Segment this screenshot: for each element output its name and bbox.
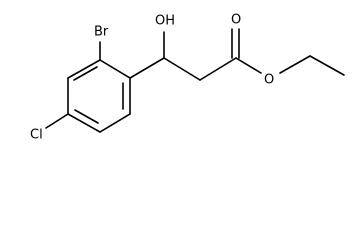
- ring-bond-c5-c6: [99, 113, 131, 133]
- ring-double-bond-inner-2: [74, 109, 99, 124]
- ring-bond-c2-c3: [67, 59, 101, 79]
- ring-bond-c1-c2: [99, 59, 131, 79]
- benzene-ring: [67, 59, 131, 133]
- bond-ester-oxygen-to-ethyl: [279, 55, 311, 74]
- bond-carbonyl-to-ester-oxygen: [235, 57, 262, 74]
- bond-ethyl-ch2-to-ch3: [309, 55, 345, 76]
- carbonyl-oxygen-label: O: [231, 13, 241, 28]
- ring-double-bond-inner-1: [73, 66, 98, 81]
- chemical-structure-diagram: Br Cl OH O O: [30, 13, 345, 143]
- bromine-label: Br: [94, 25, 109, 40]
- hydroxyl-label: OH: [155, 14, 175, 29]
- ester-oxygen-label: O: [264, 73, 274, 88]
- bond-carbinol-to-methylene: [163, 57, 201, 81]
- bond-methylene-to-carbonyl: [199, 57, 237, 81]
- chlorine-label: Cl: [30, 128, 43, 143]
- bond-ring-to-carbinol: [129, 57, 165, 79]
- bond-ring-to-chlorine: [45, 113, 69, 129]
- ring-bond-c4-c5: [67, 113, 101, 133]
